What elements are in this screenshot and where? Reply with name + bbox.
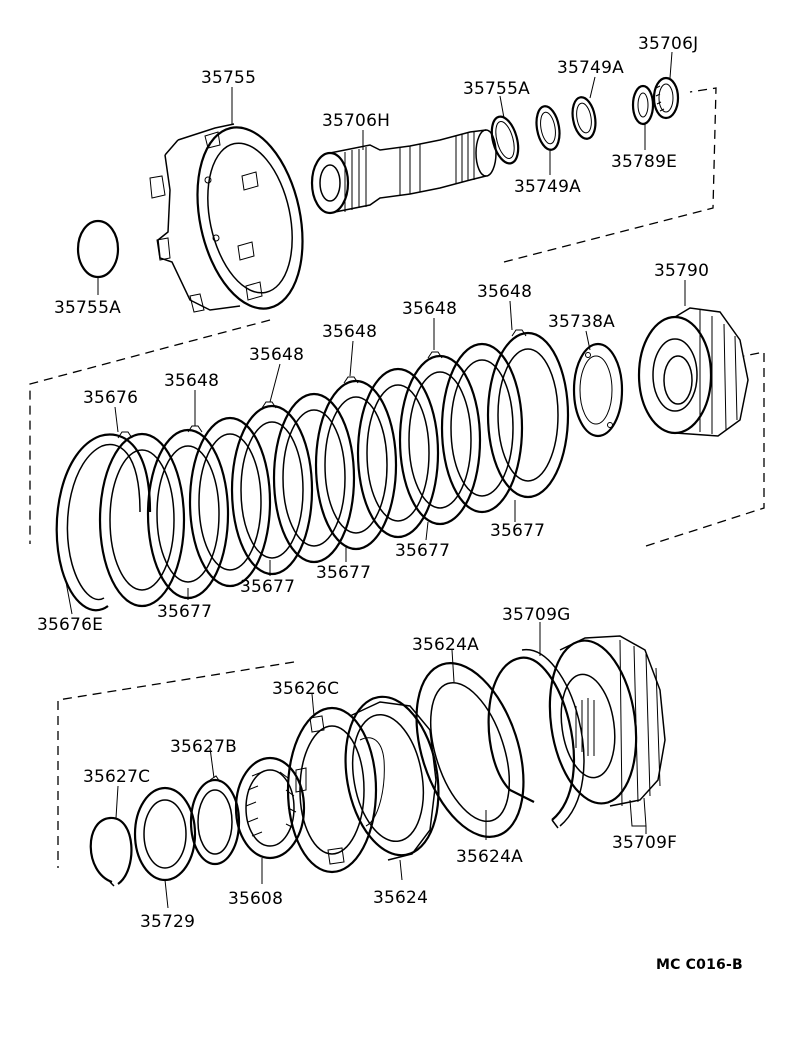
part-35706H-shaft	[310, 129, 497, 215]
label-35626C: 35626C	[272, 679, 339, 699]
label-35624A-bottom: 35624A	[456, 847, 523, 867]
label-35648-e: 35648	[164, 371, 219, 391]
label-35755: 35755	[201, 68, 256, 88]
label-35709F: 35709F	[612, 833, 677, 853]
part-35627B-snap-ring	[189, 775, 241, 866]
label-35648-b: 35648	[402, 299, 457, 319]
label-35749A-top: 35749A	[557, 58, 624, 78]
label-35706H: 35706H	[322, 111, 390, 131]
part-35729-washer	[133, 786, 197, 882]
part-35755-drum	[149, 123, 304, 313]
group-top-assembly: 35755 35706H 35755A 35749A 35706J 35749A…	[54, 34, 717, 318]
label-35627C: 35627C	[83, 767, 150, 787]
part-35626C-retainer	[286, 706, 378, 874]
label-35677-e: 35677	[157, 602, 212, 622]
label-35789E: 35789E	[611, 152, 677, 172]
part-35755A-snap-ring-left	[76, 219, 120, 279]
label-35624: 35624	[373, 888, 428, 908]
part-35738A-plate	[572, 342, 624, 438]
label-35648-c: 35648	[322, 322, 377, 342]
label-35677-a: 35677	[490, 521, 545, 541]
label-35676E: 35676E	[37, 615, 103, 635]
label-35755A-top: 35755A	[463, 79, 530, 99]
part-35624-piston	[344, 695, 440, 861]
label-35790: 35790	[654, 261, 709, 281]
label-35729: 35729	[140, 912, 195, 932]
part-35755A-snap-ring-top	[490, 115, 520, 165]
label-35706J: 35706J	[638, 34, 698, 54]
part-35624A-seal	[415, 662, 525, 838]
label-35608: 35608	[228, 889, 283, 909]
label-35624A-top: 35624A	[412, 635, 479, 655]
part-35789E-race	[631, 84, 655, 126]
label-35677-b: 35677	[395, 541, 450, 561]
part-35676E-snap-ring	[55, 433, 152, 612]
label-35676: 35676	[83, 388, 138, 408]
part-35749A-washer-2	[571, 96, 597, 140]
label-35755A-left: 35755A	[54, 298, 121, 318]
label-35677-d: 35677	[240, 577, 295, 597]
part-35709G-snap-ring	[487, 649, 585, 829]
label-35627B: 35627B	[170, 737, 237, 757]
part-35706J-bearing	[652, 76, 680, 120]
label-35648-d: 35648	[249, 345, 304, 365]
label-35648-a: 35648	[477, 282, 532, 302]
diagram-code: MC C016-B	[656, 957, 743, 973]
part-35608-spring-retainer	[234, 756, 306, 860]
part-35790-hub	[637, 307, 749, 437]
part-35749A-washer-1	[535, 105, 561, 151]
part-35709F-drum	[548, 635, 666, 827]
label-35677-c: 35677	[316, 563, 371, 583]
label-35749A-bottom: 35749A	[514, 177, 581, 197]
group-clutch-pack: 35790 35648 35648 35648 35648 35648 3573…	[29, 261, 765, 635]
group-piston-assembly: 35709G 35624A 35626C 35627B 35627C 35624…	[57, 605, 677, 932]
label-35709G: 35709G	[502, 605, 570, 625]
part-35627C-snap-ring	[89, 816, 133, 887]
label-35738A: 35738A	[548, 312, 615, 332]
